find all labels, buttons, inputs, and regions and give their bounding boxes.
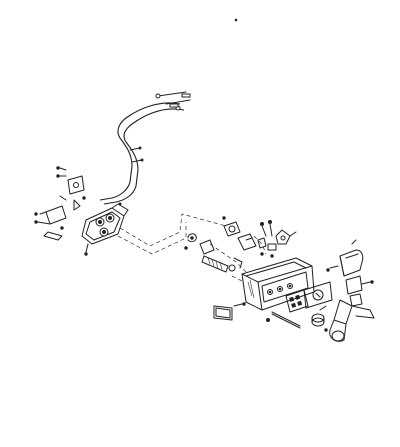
cover-plate <box>285 289 309 313</box>
screw-clip-cluster <box>257 220 297 258</box>
handle-cap <box>326 239 364 277</box>
long-bolt <box>266 311 301 329</box>
left-mounting-block <box>34 205 67 241</box>
lock-knob <box>311 305 328 332</box>
control-handle-lever <box>329 275 375 342</box>
control-cables <box>99 91 191 205</box>
control-box-housing <box>241 257 315 311</box>
cable-anchor-bracket <box>56 166 86 211</box>
gasket-pad <box>213 302 246 321</box>
side-plate <box>303 281 333 309</box>
stray-mark <box>234 18 238 22</box>
shaft-assembly <box>184 216 257 273</box>
mount-base-plate <box>81 202 129 256</box>
assembly-leader-lines <box>117 213 267 283</box>
